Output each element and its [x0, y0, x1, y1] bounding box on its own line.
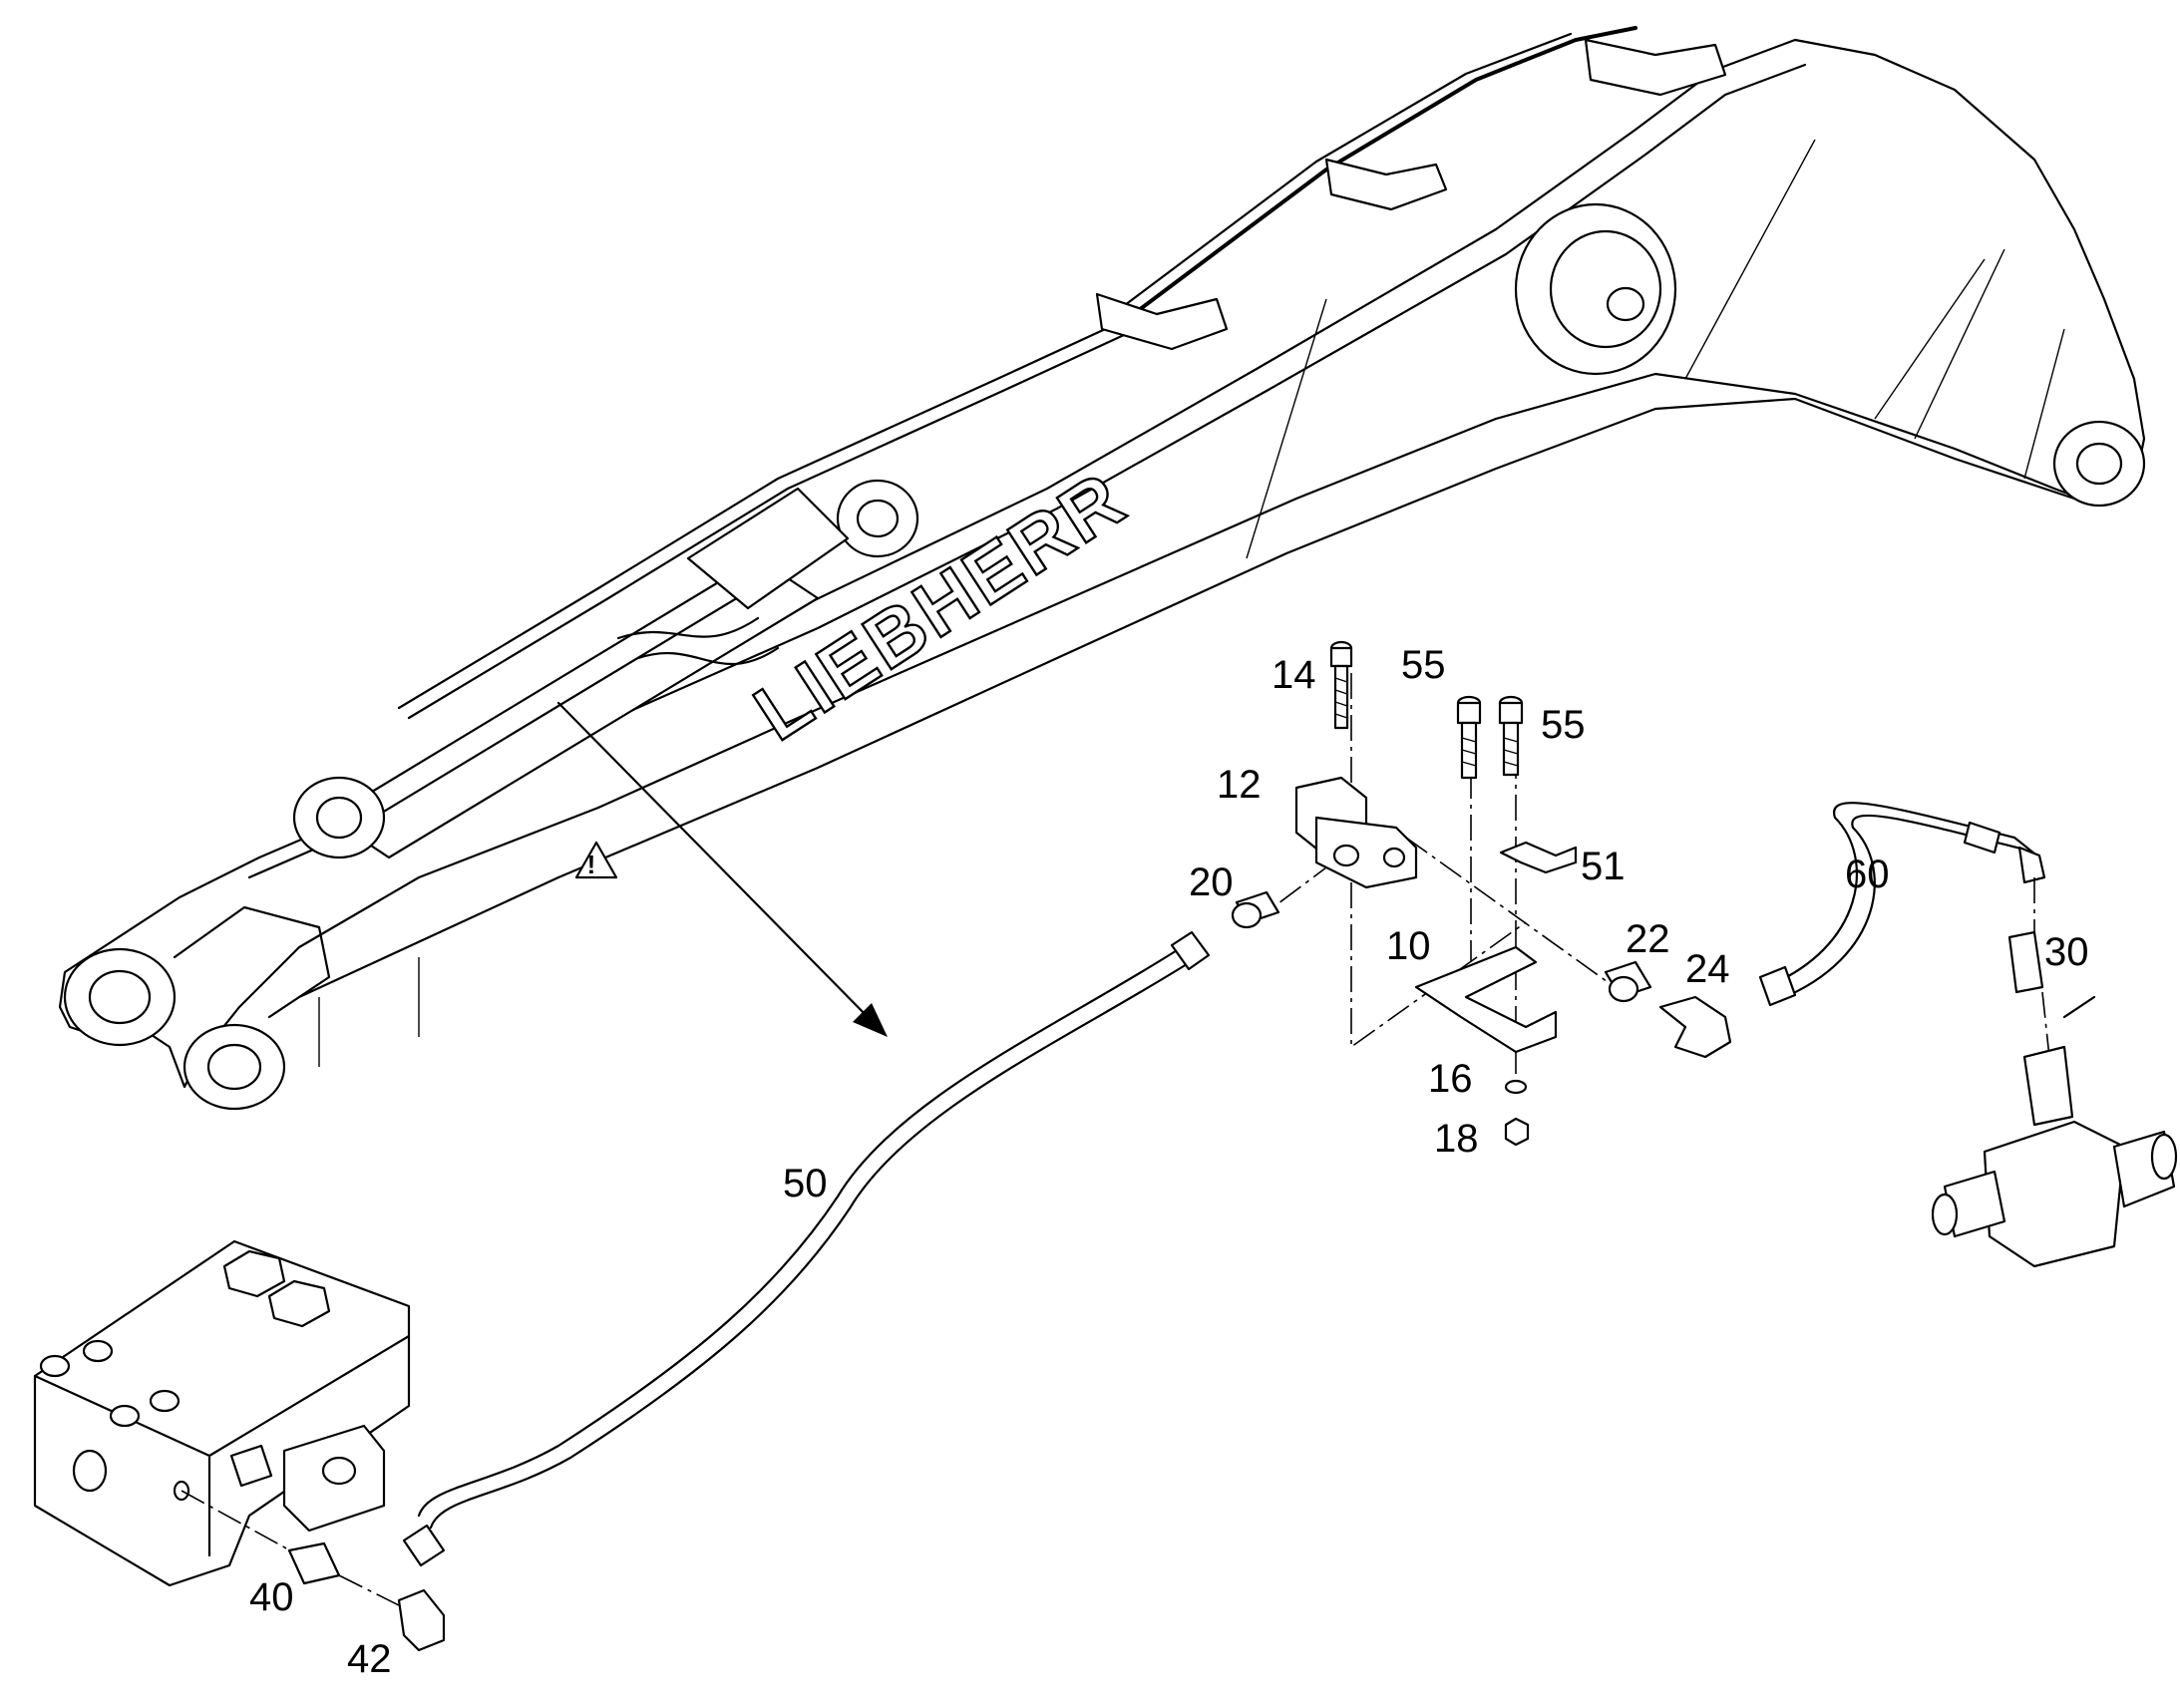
callout-12: 12: [1217, 763, 1262, 807]
callout-40: 40: [249, 1575, 294, 1619]
callout-55-right: 55: [1541, 703, 1586, 747]
callout-42: 42: [347, 1637, 392, 1681]
callouts: 14 55 55 12 51 60 20 22 10 24 30 16 18 5…: [249, 643, 2089, 1681]
callout-16: 16: [1428, 1057, 1473, 1101]
bracket-assembly: [1231, 640, 1732, 1147]
callout-55-left: 55: [1401, 643, 1446, 687]
excavator-boom: ! LIEBHERR: [58, 26, 2146, 1111]
valve-12: [1294, 776, 1418, 889]
left-valve-block: [33, 1239, 446, 1652]
callout-22: 22: [1626, 917, 1670, 961]
callout-51: 51: [1581, 845, 1626, 888]
hose-60: [1758, 802, 2046, 1007]
callout-20: 20: [1189, 860, 1234, 904]
bolt-55-b: [1498, 695, 1524, 777]
callout-30: 30: [2044, 930, 2089, 974]
fitting-40: [287, 1541, 341, 1585]
nut-18: [1504, 1117, 1530, 1147]
plate-10: [1414, 945, 1558, 1054]
hose-50: [402, 930, 1211, 1567]
callout-60: 60: [1845, 853, 1890, 896]
fitting-30: [2007, 930, 2044, 994]
callout-24: 24: [1685, 947, 1730, 991]
elbow-42: [397, 1588, 446, 1652]
bolt-55-a: [1456, 695, 1482, 780]
right-valve-assembly: [1931, 877, 2178, 1268]
callout-18: 18: [1434, 1117, 1479, 1161]
callout-50: 50: [783, 1162, 828, 1205]
callout-14: 14: [1272, 653, 1316, 697]
callout-10: 10: [1386, 924, 1431, 968]
fitting-22: [1604, 960, 1652, 1003]
detail-arrow: [556, 701, 888, 1037]
clip-51: [1499, 841, 1578, 874]
fitting-20: [1231, 890, 1280, 929]
svg-text:!: !: [587, 850, 596, 879]
bolt-14: [1329, 640, 1353, 730]
elbow-24: [1658, 995, 1732, 1059]
washer-16: [1504, 1079, 1528, 1095]
